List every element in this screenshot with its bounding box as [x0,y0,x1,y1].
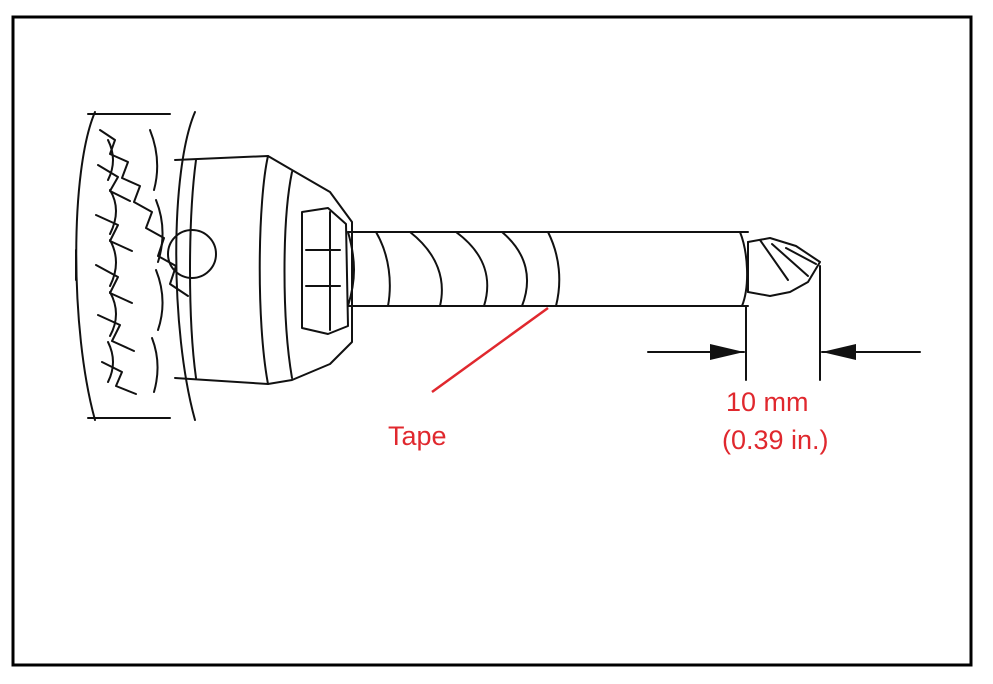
dimension-inch-label: (0.39 in.) [722,425,829,455]
dimension-mm-label: 10 mm [726,387,809,417]
drill-chuck-icon [167,155,353,385]
tape-callout-label: Tape [388,421,447,451]
tape-leader-line [431,306,549,394]
figure-frame [11,15,973,667]
drill-bit-icon [347,231,821,307]
arrowhead-left [710,344,744,360]
arrowhead-right [822,344,856,360]
bevel-gear-icon [75,111,196,421]
